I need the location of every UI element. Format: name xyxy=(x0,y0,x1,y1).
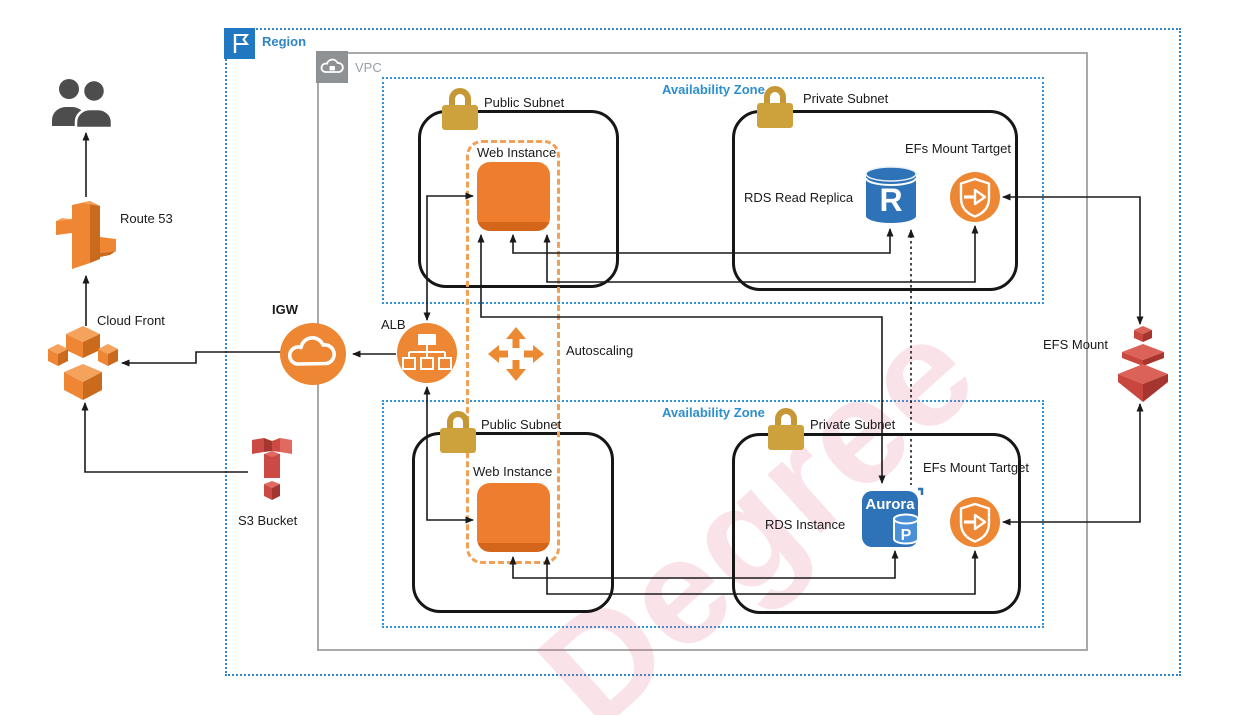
ec2-web-instance-1-icon xyxy=(477,162,550,231)
igw-icon xyxy=(280,323,346,385)
rds-instance-label: RDS Instance xyxy=(765,517,846,532)
autoscaling-icon xyxy=(488,327,544,381)
edge-web2-efs-target2 xyxy=(543,550,979,595)
ec2-web-instance-2-icon xyxy=(477,483,550,552)
web-instance-1-label: Web Instance xyxy=(477,145,557,160)
autoscaling-label: Autoscaling xyxy=(566,343,634,358)
efs-mount-target-1-label: EFs Mount Tartget xyxy=(905,141,1011,156)
region-flag-icon xyxy=(224,28,255,59)
edge-web1-rds-replica xyxy=(509,228,894,254)
vpc-label: VPC xyxy=(355,60,382,75)
aurora-title-text: Aurora xyxy=(865,496,915,513)
edge-web1-aurora xyxy=(477,234,886,484)
route53-label: Route 53 xyxy=(120,211,173,226)
edge-web2-aurora xyxy=(509,550,899,579)
efs-mount-target-1-icon xyxy=(950,172,1000,222)
edge-alb-web1 xyxy=(423,192,474,321)
edge-efs-target1-efs-mount xyxy=(1002,193,1144,325)
efs-mount-target-2-label: EFs Mount Tartget xyxy=(923,460,1029,475)
s3-bucket-label: S3 Bucket xyxy=(238,513,298,528)
cloudfront-icon xyxy=(48,326,118,400)
s3-bucket-icon xyxy=(252,438,292,500)
edge-alb-web2 xyxy=(423,386,474,524)
az1-label: Availability Zone xyxy=(662,82,765,97)
public-subnet-2-label: Public Subnet xyxy=(481,417,562,432)
route53-icon xyxy=(56,201,116,269)
efs-mount-label: EFS Mount xyxy=(1043,337,1109,352)
lock-icon xyxy=(440,411,476,453)
users-icon xyxy=(52,78,114,130)
public-subnet-1-label: Public Subnet xyxy=(484,95,565,110)
web-instance-2-label: Web Instance xyxy=(473,464,553,479)
rds-replica-letter: R xyxy=(879,182,902,218)
igw-label: IGW xyxy=(272,302,298,317)
alb-label: ALB xyxy=(381,317,406,332)
lock-icon xyxy=(757,86,793,128)
private-subnet-1-label: Private Subnet xyxy=(803,91,889,106)
rds-read-replica-icon: R xyxy=(865,166,917,223)
private-subnet-2-label: Private Subnet xyxy=(810,417,896,432)
cloudfront-label: Cloud Front xyxy=(97,313,165,328)
aurora-letter-text: P xyxy=(901,527,912,544)
aurora-rds-icon: Aurora P xyxy=(862,487,924,547)
rds-read-replica-label: RDS Read Replica xyxy=(744,190,854,205)
vpc-cloud-icon xyxy=(316,51,348,83)
edge-efs-target2-efs-mount xyxy=(1002,403,1144,526)
region-label: Region xyxy=(262,34,307,49)
efs-mount-icon xyxy=(1118,326,1168,402)
az2-label: Availability Zone xyxy=(662,405,765,420)
efs-mount-target-2-icon xyxy=(950,497,1000,547)
edge-igw-to-cloudfront xyxy=(121,351,281,367)
lock-icon xyxy=(442,88,478,130)
edge-s3-to-cloudfront xyxy=(81,402,248,473)
alb-icon xyxy=(397,323,457,383)
lock-icon xyxy=(768,408,804,450)
